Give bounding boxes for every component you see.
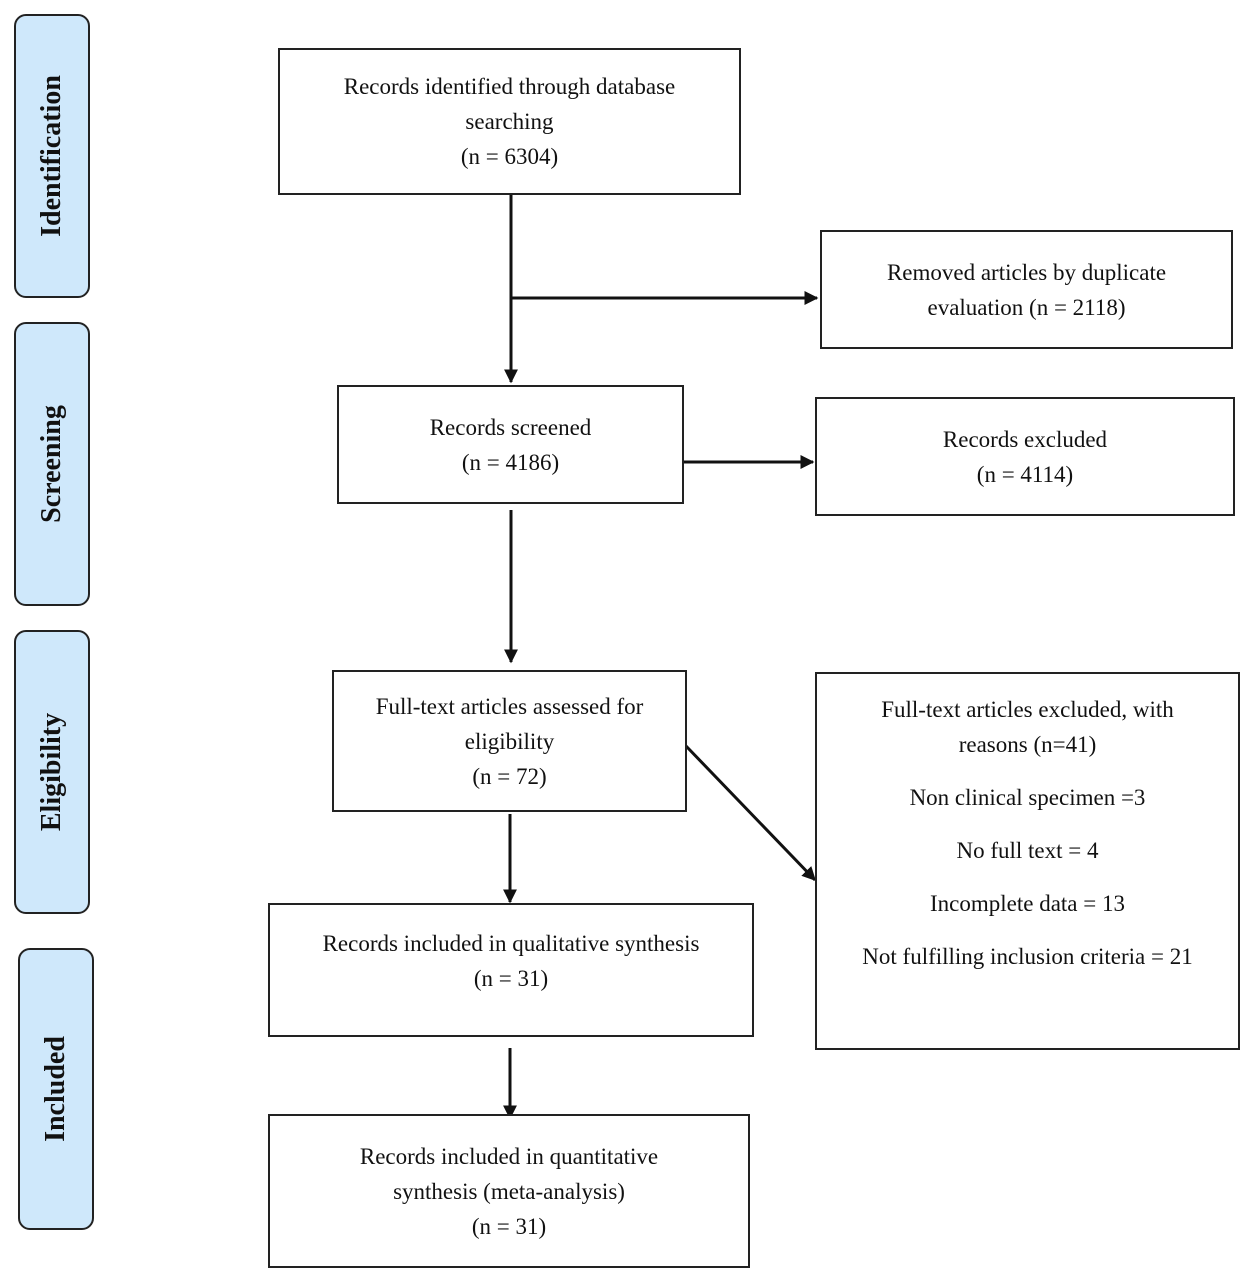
qualitative-synthesis-line1: Records included in qualitative synthesi… [322, 931, 700, 956]
duplicates-removed-box: Removed articles by duplicate evaluation… [820, 230, 1233, 349]
exclusion-reason: Not fulfilling inclusion criteria = 21 [862, 944, 1193, 969]
records-excluded-box: Records excluded (n = 4114) [815, 397, 1235, 516]
fulltext-excluded-line1: Full-text articles excluded, with [881, 697, 1174, 722]
phase-identification: Identification [14, 14, 90, 298]
fulltext-assessed-box: Full-text articles assessed for eligibil… [332, 670, 687, 812]
quantitative-synthesis-count: (n = 31) [471, 1213, 547, 1239]
fulltext-excluded-box: Full-text articles excluded, with reason… [815, 672, 1240, 1050]
qualitative-synthesis-box: Records included in qualitative synthesi… [268, 903, 754, 1037]
records-excluded-line1: Records excluded [942, 426, 1108, 452]
records-identified-box: Records identified through database sear… [278, 48, 741, 195]
phase-eligibility: Eligibility [14, 630, 90, 914]
fulltext-assessed-count: (n = 72) [472, 763, 547, 789]
duplicates-removed-line1: Removed articles by duplicate [886, 259, 1167, 285]
quantitative-synthesis-box: Records included in quantitative synthes… [268, 1114, 750, 1268]
quantitative-synthesis-line1: Records included in quantitative [359, 1143, 659, 1169]
duplicates-removed-line2: evaluation (n = 2118) [927, 294, 1126, 320]
quantitative-synthesis-line2: synthesis (meta-analysis) [393, 1178, 625, 1204]
records-screened-line1: Records screened [429, 414, 592, 440]
exclusion-reason: Incomplete data = 13 [930, 891, 1125, 916]
arrow-assessed-to-fulltext-excluded [684, 744, 817, 882]
records-identified-count: (n = 6304) [460, 144, 559, 169]
exclusion-reason: Non clinical specimen =3 [909, 785, 1146, 810]
qualitative-synthesis-count: (n = 31) [473, 966, 549, 991]
phase-screening: Screening [14, 322, 90, 606]
fulltext-assessed-line1: Full-text articles assessed for [375, 693, 644, 719]
phase-included: Included [18, 948, 94, 1230]
fulltext-excluded-line2: reasons (n=41) [958, 732, 1097, 757]
exclusion-reason: No full text = 4 [956, 838, 1099, 863]
records-excluded-count: (n = 4114) [976, 461, 1074, 487]
fulltext-assessed-line2: eligibility [464, 728, 555, 754]
records-screened-count: (n = 4186) [461, 449, 560, 475]
records-identified-line2: searching [465, 109, 554, 134]
records-identified-line1: Records identified through database [343, 74, 676, 99]
records-screened-box: Records screened (n = 4186) [337, 385, 684, 504]
